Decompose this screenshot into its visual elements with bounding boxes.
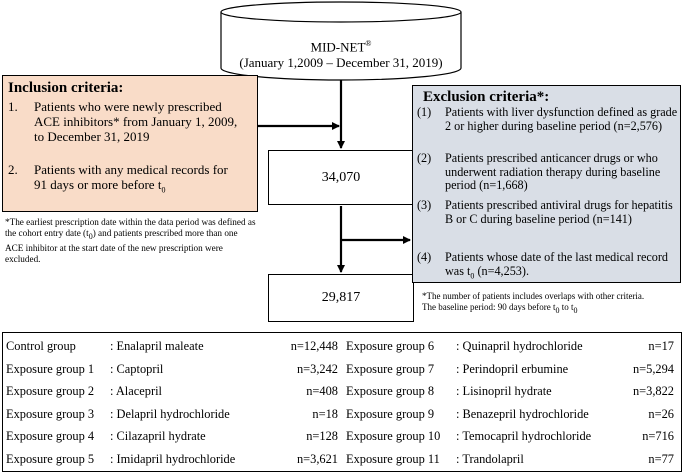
inclusion-title: Inclusion criteria: — [8, 80, 124, 96]
count-final: 29,817 — [268, 274, 414, 322]
exclusion-footnote: *The number of patients includes overlap… — [422, 291, 645, 316]
inclusion-footnote: *The earliest prescription date within t… — [5, 217, 256, 265]
count-after-inclusion: 34,070 — [268, 150, 414, 205]
database-label: MID-NET® (January 1,2009 – December 31, … — [239, 39, 443, 71]
group-table: Control group : Enalapril maleate n=12,4… — [2, 332, 682, 472]
database-cylinder — [220, 1, 462, 81]
exclusion-criteria-box: Exclusion criteria*: (1) Patients with l… — [412, 85, 681, 283]
inclusion-criteria-box: Inclusion criteria: 1. Patients who were… — [2, 75, 258, 212]
exclusion-title: Exclusion criteria*: — [423, 89, 550, 105]
